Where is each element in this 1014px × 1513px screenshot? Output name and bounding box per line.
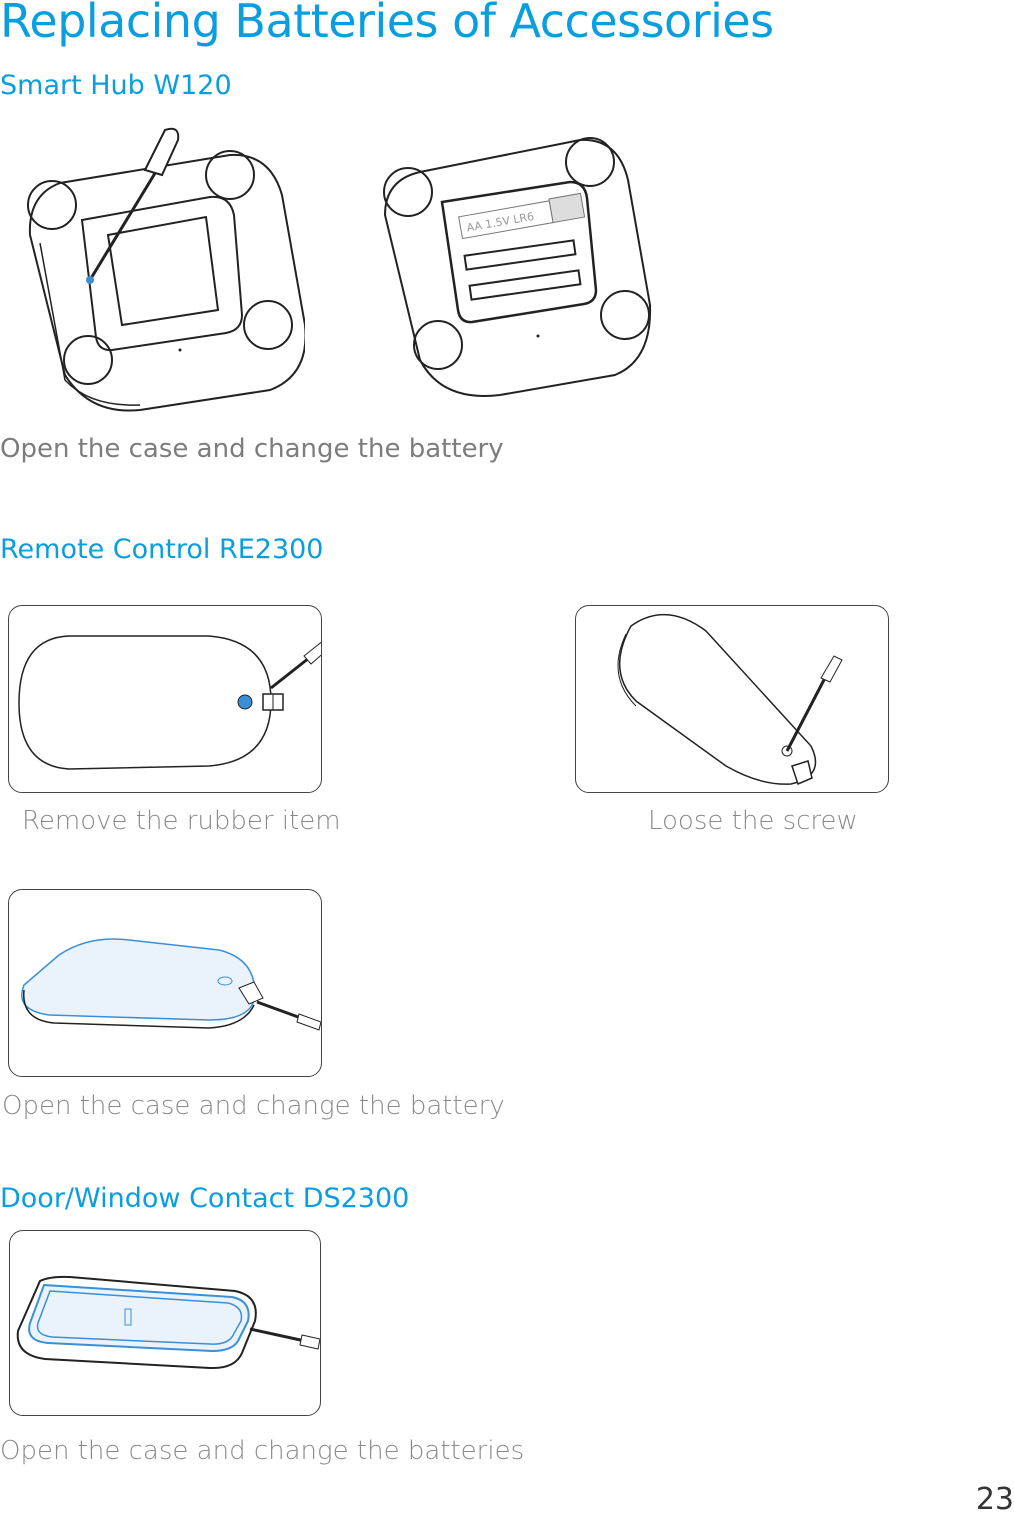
remote-step3-figure [8, 889, 322, 1077]
contact-caption: Open the case and change the batteries [0, 1436, 525, 1466]
section-heading-hub: Smart Hub W120 [0, 70, 232, 101]
hub-battery-illustration: AA 1.5V LR6 [383, 137, 652, 397]
page-number: 23 [975, 1482, 1014, 1513]
hub-caption: Open the case and change the battery [0, 434, 504, 464]
remote-step2-figure [575, 605, 889, 793]
remote-caption-1: Remove the rubber item [22, 806, 341, 836]
remote-step1-figure [8, 605, 322, 793]
section-heading-contact: Door/Window Contact DS2300 [0, 1183, 410, 1214]
section-heading-remote: Remote Control RE2300 [0, 534, 324, 565]
contact-figure [9, 1230, 321, 1416]
hub-screwdriver-illustration [27, 127, 305, 412]
remote-caption-3: Open the case and change the battery [2, 1091, 505, 1121]
remote-caption-2: Loose the screw [648, 806, 858, 836]
page-title: Replacing Batteries of Accessories [0, 0, 774, 48]
